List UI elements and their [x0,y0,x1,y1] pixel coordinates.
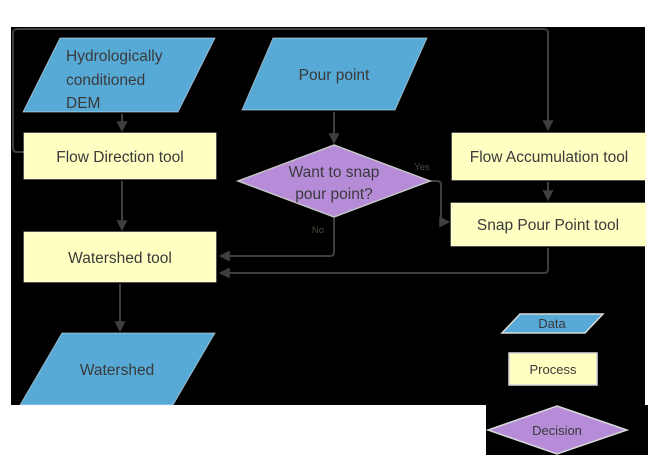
node-watershed[interactable] [19,332,216,406]
legend-decision-label: Decision [532,423,582,438]
decision-label-line2: pour point? [295,186,373,203]
edge-decision-no-to-watershed-tool [218,217,335,262]
node-flow-direction-tool[interactable] [23,132,217,180]
legend-process-label: Process [530,362,577,377]
legend-decision-shape [485,405,630,455]
snap-pour-point-tool-label: Snap Pour Point tool [477,217,619,234]
legend-data-shape [500,313,605,334]
node-watershed-tool[interactable] [23,231,217,283]
flow-accumulation-tool-label: Flow Accumulation tool [470,149,629,166]
dem-label-line3: DEM [66,95,100,112]
dem-label-line1: Hydrologically [66,48,163,65]
edge-label-yes: Yes [414,162,430,173]
node-decision-want-to-snap[interactable] [235,144,433,218]
node-hydrologically-conditioned-dem[interactable] [22,37,216,113]
edge-snap-pour-point-to-watershed-tool [218,248,549,279]
edge-flow-direction-to-flow-accumulation [12,28,554,153]
edge-decision-yes-to-snap-pour-point [430,180,451,228]
node-pour-point[interactable] [241,37,428,111]
pour-point-label: Pour point [299,67,370,84]
legend-process-shape [508,352,598,386]
legend-data-label: Data [538,316,566,331]
decision-label-line1: Want to snap [289,164,380,181]
edge-label-no: No [312,225,324,236]
dem-label-line2: conditioned [66,72,145,89]
watershed-tool-label: Watershed tool [68,250,172,267]
node-snap-pour-point-tool[interactable] [450,202,647,247]
flow-direction-tool-label: Flow Direction tool [56,149,184,166]
node-flow-accumulation-tool[interactable] [451,132,647,181]
watershed-label: Watershed [80,362,154,379]
